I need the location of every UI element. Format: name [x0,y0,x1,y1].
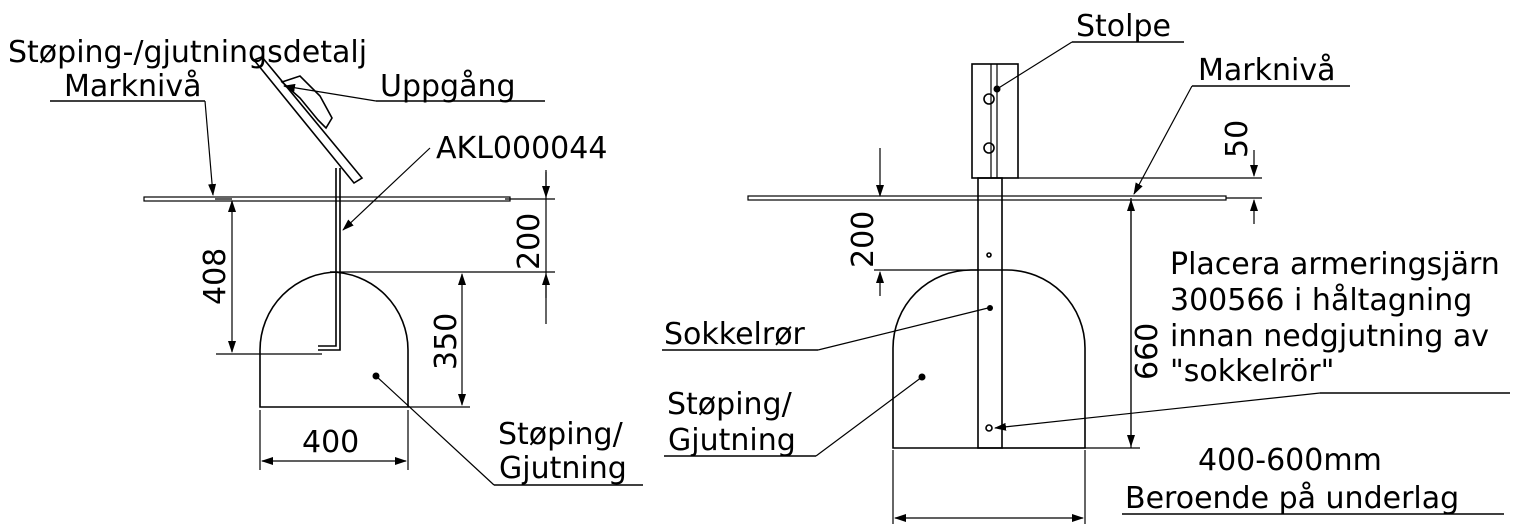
note-line-3: innan nedgjutning av [1170,319,1489,354]
right-detail: 50 200 660 Stolpe Marknivå Sokkelrør Stø… [662,9,1510,524]
post-label: Stolpe [1076,9,1171,44]
right-footing-outline [892,269,1086,449]
left-casting-leader [375,375,495,486]
left-ground-leader [204,100,217,196]
dim-350-label: 350 [429,313,464,370]
right-casting-label-2: Gjutning [668,423,796,458]
left-casting-label-2: Gjutning [499,451,627,486]
left-detail: 408 200 350 400 Støping-/gjutningsdetalj… [8,35,643,486]
left-ground-label: Marknivå [64,69,201,104]
width-note-line-1: 400-600mm [1198,443,1382,478]
left-rebar [318,168,341,351]
post-leader [996,41,1073,90]
right-ground-label: Marknivå [1198,53,1335,88]
right-casting-leader [815,376,923,457]
post [971,63,1019,179]
left-title-label: Støping-/gjutningsdetalj [8,35,367,70]
left-rise-label: Uppgång [380,69,516,104]
note-line-4: "sokkelrör" [1170,354,1334,389]
socket-tube-label: Sokkelrør [664,317,806,352]
post-bolt-upper [983,93,995,105]
left-bracket-clamp [280,75,333,130]
note-line-2: 300566 i håltagning [1170,283,1472,318]
dim-200-label: 200 [512,213,547,270]
dim-660-label: 660 [1130,323,1165,380]
left-rise-leader [283,83,377,102]
left-casting-label-1: Støping/ [498,417,624,452]
dim-200r-label: 200 [846,211,881,268]
dim-400-label: 400 [302,425,359,460]
left-part-leader [342,147,431,231]
left-ground-line [143,196,511,202]
width-note-line-2: Beroende på underlag [1125,481,1459,516]
dim-50-label: 50 [1220,120,1255,158]
dim-408-label: 408 [198,248,233,305]
left-footing-outline [259,271,409,408]
note-leader [994,392,1321,431]
left-part-number-label: AKL000044 [436,131,607,166]
post-bolt-lower [983,142,995,154]
left-bracket [252,56,364,185]
note-line-1: Placera armeringsjärn [1170,247,1500,282]
right-casting-dot [918,373,926,381]
socket-tube [977,177,1003,449]
right-ground-leader [1133,85,1193,195]
socket-tube-leader [817,307,989,351]
left-casting-dot [372,372,380,380]
right-ground-line [747,195,1227,201]
right-casting-label-1: Støping/ [667,387,793,422]
